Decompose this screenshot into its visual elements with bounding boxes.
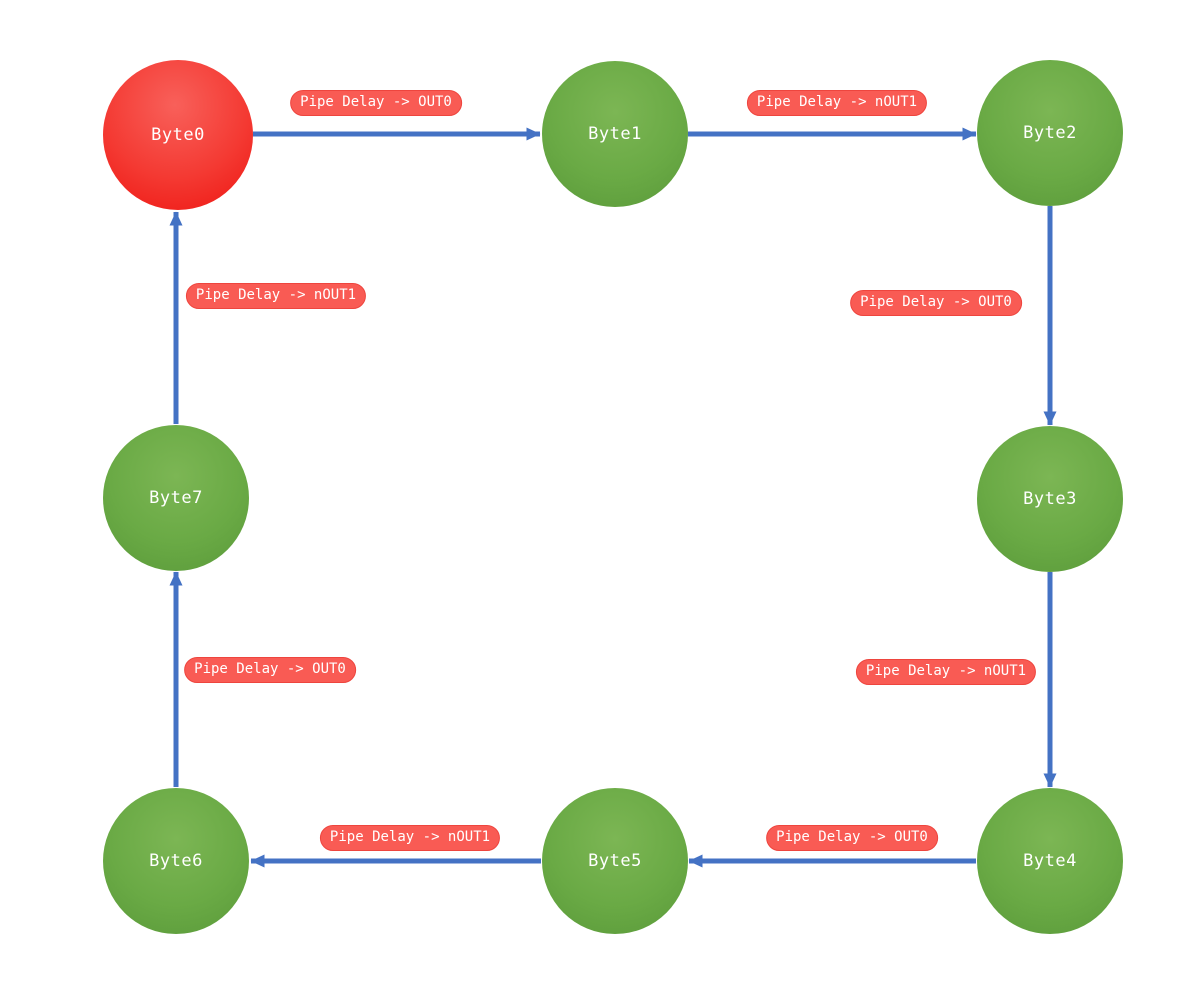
state-node-byte6[interactable]: Byte6: [103, 788, 249, 934]
state-node-byte4[interactable]: Byte4: [977, 788, 1123, 934]
transition-label-byte7-to-byte0[interactable]: Pipe Delay -> nOUT1: [185, 283, 367, 309]
state-node-byte0[interactable]: Byte0: [103, 60, 253, 210]
state-node-label: Byte6: [149, 851, 203, 871]
transition-label-byte3-to-byte4[interactable]: Pipe Delay -> nOUT1: [855, 659, 1037, 685]
state-node-label: Byte5: [588, 851, 642, 871]
state-node-label: Byte0: [151, 125, 205, 145]
state-node-byte2[interactable]: Byte2: [977, 60, 1123, 206]
state-node-label: Byte2: [1023, 123, 1077, 143]
state-node-label: Byte7: [149, 488, 203, 508]
transition-label-byte1-to-byte2[interactable]: Pipe Delay -> nOUT1: [746, 90, 928, 116]
transition-label-byte5-to-byte6[interactable]: Pipe Delay -> nOUT1: [319, 825, 501, 851]
state-node-label: Byte3: [1023, 489, 1077, 509]
state-node-byte5[interactable]: Byte5: [542, 788, 688, 934]
state-node-label: Byte1: [588, 124, 642, 144]
state-node-byte3[interactable]: Byte3: [977, 426, 1123, 572]
transition-label-byte0-to-byte1[interactable]: Pipe Delay -> OUT0: [290, 90, 462, 116]
transition-label-byte2-to-byte3[interactable]: Pipe Delay -> OUT0: [850, 290, 1022, 316]
transition-label-byte6-to-byte7[interactable]: Pipe Delay -> OUT0: [184, 657, 356, 683]
state-node-byte7[interactable]: Byte7: [103, 425, 249, 571]
transition-label-byte4-to-byte5[interactable]: Pipe Delay -> OUT0: [766, 825, 938, 851]
state-node-label: Byte4: [1023, 851, 1077, 871]
state-node-byte1[interactable]: Byte1: [542, 61, 688, 207]
